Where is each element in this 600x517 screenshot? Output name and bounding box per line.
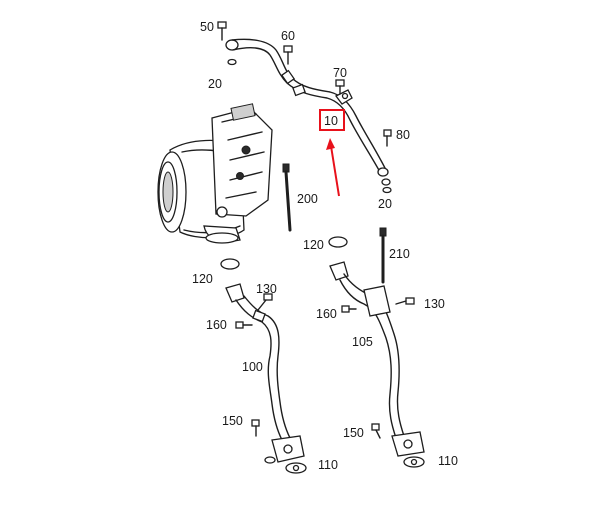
callout-130-left: 130 xyxy=(256,282,277,296)
bolt-60 xyxy=(283,45,293,65)
bolt-160-left xyxy=(235,321,253,329)
callout-20-lower: 20 xyxy=(378,197,392,211)
bolt-150-left xyxy=(251,419,260,437)
callout-110-left: 110 xyxy=(318,458,338,472)
sealing-ring-20-top xyxy=(227,58,237,66)
sealing-ring-20-lower xyxy=(382,186,392,194)
callout-210: 210 xyxy=(389,247,410,261)
callout-105: 105 xyxy=(352,335,373,349)
callout-20-top: 20 xyxy=(208,77,222,91)
oil-return-line-105 xyxy=(329,261,425,457)
seal-ring-120-left xyxy=(220,258,240,270)
bolt-150-right xyxy=(371,423,381,439)
callout-60: 60 xyxy=(281,29,295,43)
callout-110-right: 110 xyxy=(438,454,458,468)
bolt-160-right xyxy=(341,305,357,313)
bolt-130-left xyxy=(257,293,273,311)
callout-120-left: 120 xyxy=(192,272,213,286)
callout-160-left: 160 xyxy=(206,318,227,332)
bolt-70 xyxy=(335,79,345,95)
callout-80: 80 xyxy=(396,128,410,142)
seal-ring-120-right xyxy=(328,236,348,248)
callout-200: 200 xyxy=(297,192,318,206)
bolt-50 xyxy=(217,21,227,41)
turbocharger xyxy=(157,103,273,244)
oil-return-line-100 xyxy=(225,283,305,463)
gasket-110-right xyxy=(403,456,425,468)
callout-70: 70 xyxy=(333,66,347,80)
callout-10: 10 xyxy=(324,114,338,128)
callout-130-right: 130 xyxy=(424,297,445,311)
callout-160-right: 160 xyxy=(316,307,337,321)
callout-50: 50 xyxy=(200,20,214,34)
bolt-80 xyxy=(383,129,392,147)
stud-200 xyxy=(282,163,292,232)
callout-120-right: 120 xyxy=(303,238,324,252)
gasket-110-left xyxy=(285,462,307,474)
oil-feed-line xyxy=(225,38,391,186)
callout-150-right: 150 xyxy=(343,426,364,440)
callout-100: 100 xyxy=(242,360,263,374)
stud-210 xyxy=(379,227,387,284)
callout-150-left: 150 xyxy=(222,414,243,428)
washer-left-bottom xyxy=(264,456,276,464)
highlight-box xyxy=(319,109,345,131)
bolt-130-right xyxy=(395,297,415,305)
red-arrow xyxy=(326,138,340,197)
